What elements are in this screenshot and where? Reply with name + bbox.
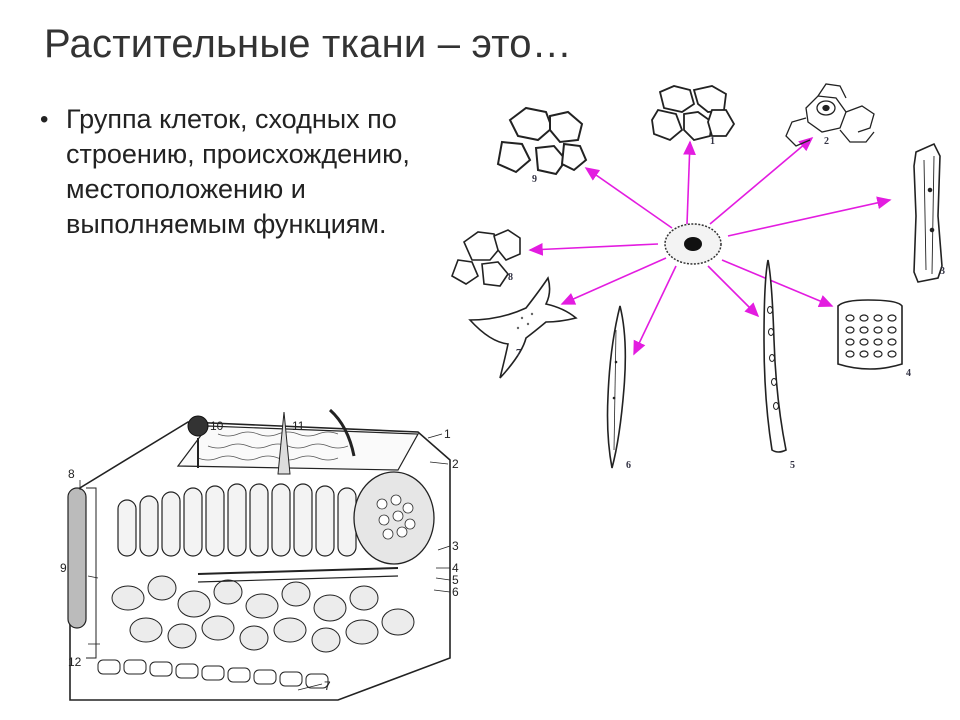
leaf-label-2: 2 — [452, 457, 459, 471]
stone-cells-icon — [496, 106, 588, 176]
leaf-label-9: 9 — [60, 561, 67, 575]
epidermis-cells-icon — [785, 83, 875, 147]
leaf-label-5: 5 — [452, 573, 459, 587]
vascular-bundle-icon — [353, 471, 435, 565]
leaf-label-12: 12 — [68, 655, 82, 669]
arrow-5 — [707, 265, 760, 318]
leaf-label-8: 8 — [68, 467, 75, 481]
tracheid-cell-icon — [606, 305, 627, 469]
sieve-plate-cell-icon — [837, 299, 903, 370]
bullet-list: • Группа клеток, сходных по строению, пр… — [36, 102, 446, 242]
arrow-6 — [633, 265, 677, 356]
leaf-label-10: 10 — [210, 419, 224, 433]
bullet-text: Группа клеток, сходных по строению, прои… — [66, 104, 410, 239]
bullet-item: • Группа клеток, сходных по строению, пр… — [36, 102, 446, 242]
diagram-label-4: 4 — [906, 368, 911, 379]
diagram-label-6: 6 — [626, 460, 631, 471]
parenchyma-cells-icon — [651, 85, 736, 142]
arrows — [528, 136, 892, 356]
leaf-cross-section-illustration: 1 2 3 4 5 6 7 8 9 10 11 12 — [60, 408, 459, 701]
diagram-label-1: 1 — [710, 136, 715, 147]
arrow-8 — [528, 243, 659, 256]
arrow-4 — [721, 259, 834, 307]
bullet-dot-icon: • — [40, 106, 49, 133]
leaf-label-3: 3 — [452, 539, 459, 553]
leaf-label-7: 7 — [324, 679, 331, 693]
meristem-cell-icon — [664, 223, 722, 265]
diagram-label-5: 5 — [790, 460, 795, 471]
slide-title: Растительные ткани – это… — [44, 22, 572, 66]
leaf-label-1: 1 — [444, 427, 451, 441]
leaf-label-11: 11 — [292, 419, 305, 433]
glandular-hair-icon — [187, 415, 209, 468]
stellate-cell-icon — [468, 276, 578, 379]
leaf-label-4: 4 — [452, 561, 459, 575]
tissue-differentiation-diagram: 1 2 3 4 5 — [451, 83, 945, 471]
arrow-2 — [709, 136, 814, 225]
diagram-label-7: 7 — [516, 348, 521, 359]
vessel-element-icon — [913, 142, 943, 283]
diagram-label-2: 2 — [824, 136, 829, 147]
arrow-3 — [727, 196, 892, 237]
arrow-7 — [560, 257, 667, 305]
diagram-label-8: 8 — [508, 272, 513, 283]
collenchyma-cells-icon — [451, 229, 521, 287]
arrow-1 — [683, 140, 696, 225]
arrow-9 — [584, 167, 673, 229]
diagram-label-3: 3 — [940, 266, 945, 277]
diagram-label-9: 9 — [532, 174, 537, 185]
leaf-label-6: 6 — [452, 585, 459, 599]
fiber-cell-icon — [763, 259, 787, 453]
